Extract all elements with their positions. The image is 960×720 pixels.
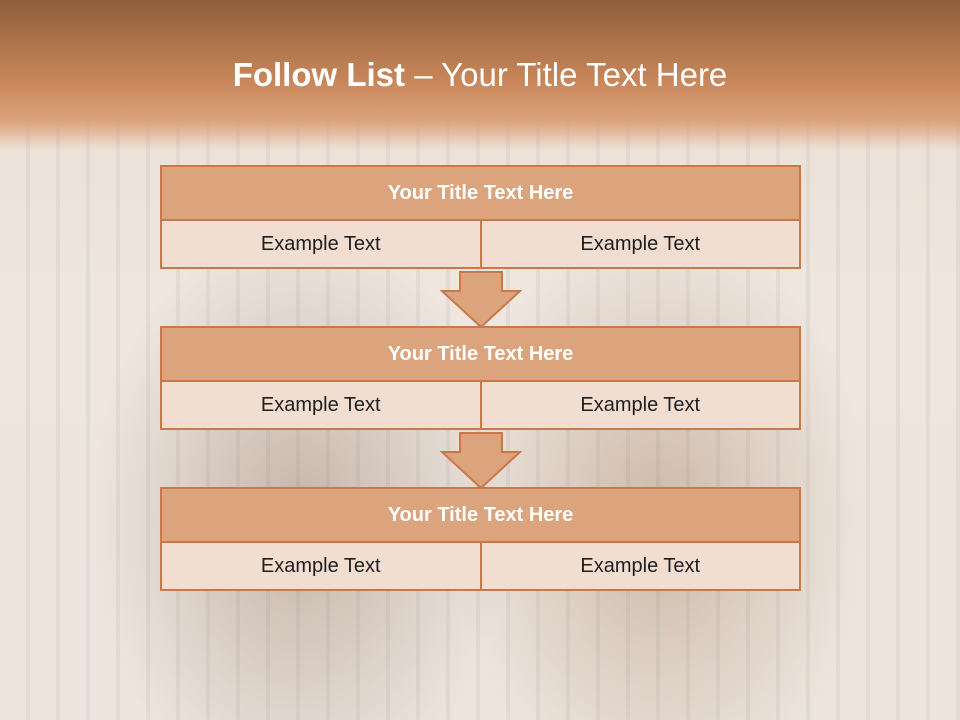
step-title: Your Title Text Here (160, 165, 801, 221)
title-banner (0, 0, 960, 150)
step-left-text: Example Text (160, 541, 482, 591)
step-block-1: Your Title Text Here Example Text Exampl… (160, 165, 801, 269)
step-left-text: Example Text (160, 380, 482, 430)
step-right-text: Example Text (479, 541, 801, 591)
slide-title: Follow List – Your Title Text Here (0, 56, 960, 94)
step-title: Your Title Text Here (160, 326, 801, 382)
step-block-3: Your Title Text Here Example Text Exampl… (160, 487, 801, 591)
step-row: Example Text Example Text (160, 219, 801, 269)
step-row: Example Text Example Text (160, 380, 801, 430)
step-left-text: Example Text (160, 219, 482, 269)
step-right-text: Example Text (479, 219, 801, 269)
down-arrow-icon (440, 271, 522, 329)
step-row: Example Text Example Text (160, 541, 801, 591)
step-right-text: Example Text (479, 380, 801, 430)
step-title: Your Title Text Here (160, 487, 801, 543)
title-rest: – Your Title Text Here (405, 56, 728, 93)
down-arrow-icon (440, 432, 522, 490)
step-block-2: Your Title Text Here Example Text Exampl… (160, 326, 801, 430)
title-bold: Follow List (232, 56, 406, 93)
